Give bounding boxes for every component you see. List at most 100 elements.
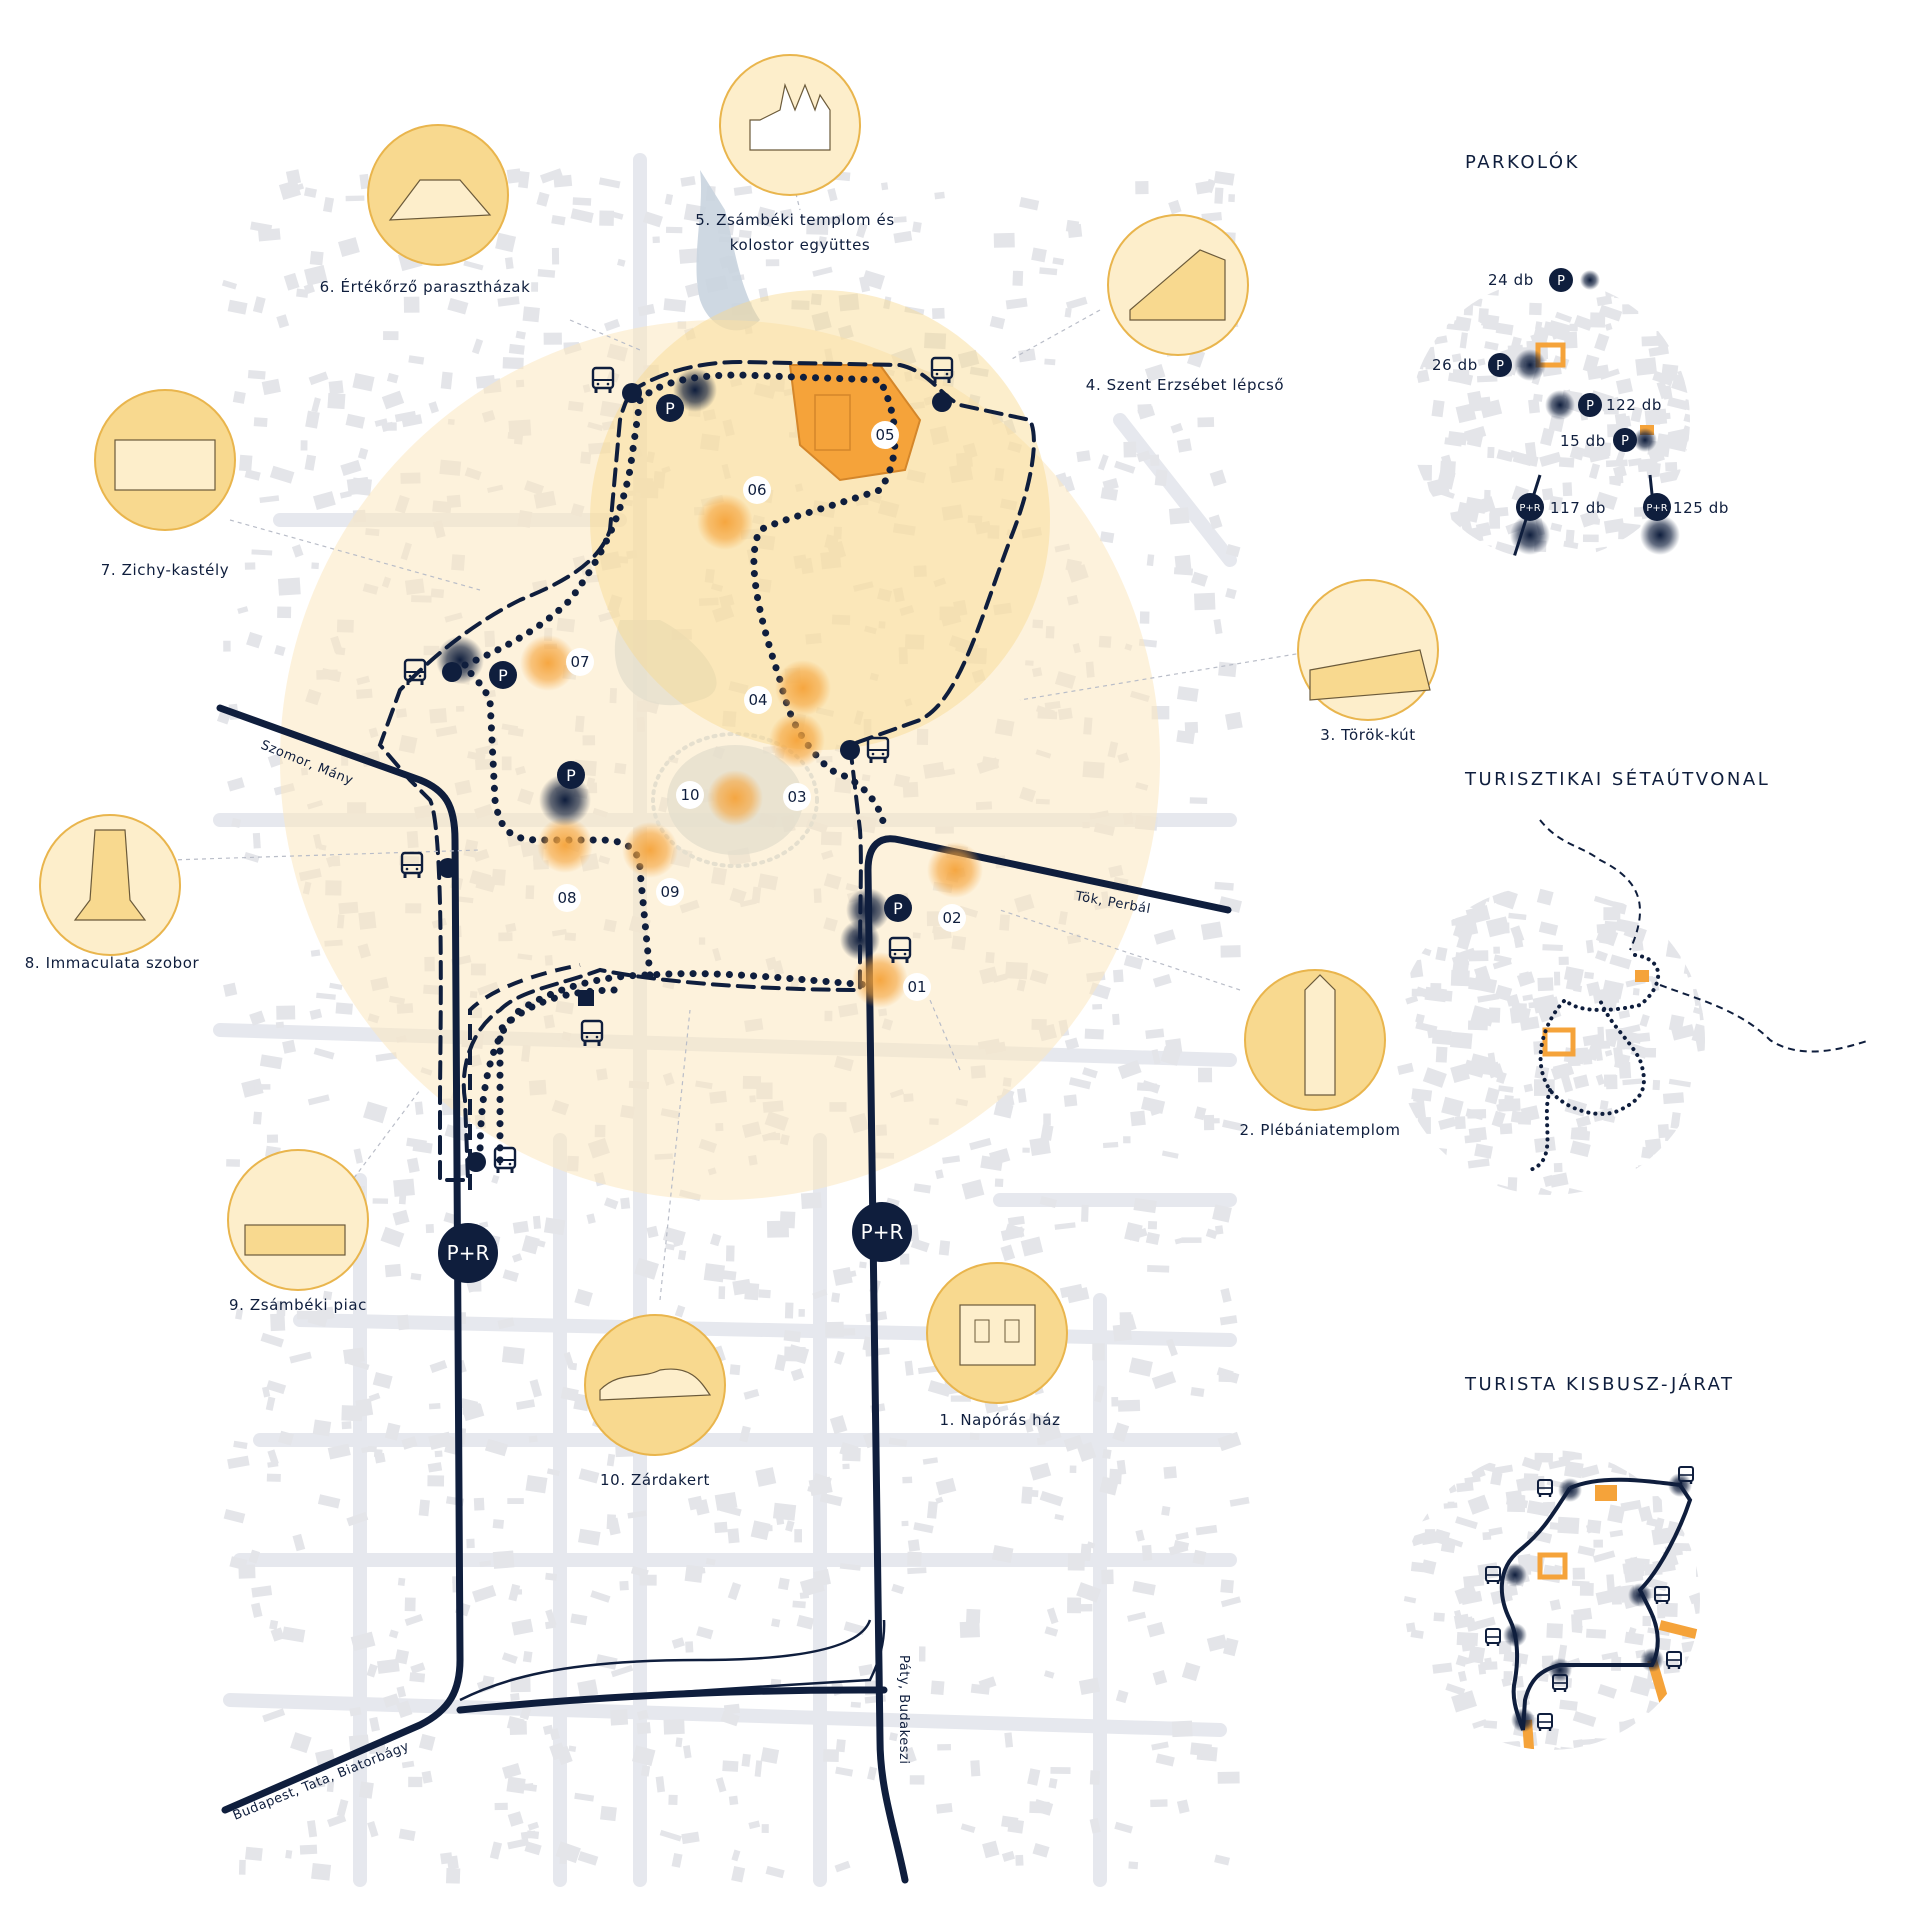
bus-stop-icon[interactable] [1677,1465,1695,1486]
building [1557,1644,1568,1662]
park-and-ride-icon[interactable]: P+R [1516,493,1544,521]
parking-icon[interactable]: P [489,661,517,689]
building [1572,1711,1597,1728]
building [261,1386,271,1398]
landmark-picture-07[interactable] [94,389,236,531]
parking-count-117: 117 db [1550,499,1606,517]
building [1152,1670,1168,1686]
building [1598,932,1613,945]
label-02: 2. Plébániatemplom [1239,1121,1400,1139]
building [1665,1452,1686,1468]
building [930,1680,945,1696]
building [1430,1473,1447,1486]
building [1201,212,1222,223]
building [1102,1141,1119,1149]
building [1573,1074,1590,1089]
building [766,1220,790,1238]
building [703,1263,726,1283]
building [577,1851,599,1866]
building [463,260,484,271]
building [1435,1720,1447,1738]
landmark-picture-06[interactable] [367,124,509,266]
badge-05[interactable]: 05 [871,421,899,449]
building [630,1565,649,1578]
landmark-picture-02[interactable] [1244,969,1386,1111]
parking-icon[interactable]: P [557,761,585,789]
building [1611,1588,1622,1605]
building [1643,1047,1657,1058]
svg-text:03: 03 [787,788,806,806]
building [1064,308,1072,318]
parking-icon[interactable]: P [1613,428,1637,452]
badge-04[interactable]: 04 [744,686,772,714]
building [755,1467,777,1487]
building [1001,1850,1016,1862]
building [904,306,925,316]
building [227,1455,250,1470]
building [1680,941,1697,952]
building [1692,1006,1705,1016]
badge-09[interactable]: 09 [656,878,684,906]
parking-icon[interactable]: P [884,894,912,922]
building [610,1664,634,1678]
bus-stop-icon[interactable] [493,1146,517,1175]
building [922,1457,939,1465]
park-and-ride-icon[interactable]: P+R [438,1223,498,1283]
building [303,264,328,286]
building [1516,971,1535,987]
parking-icon[interactable]: P [1578,393,1602,417]
building [445,1868,461,1884]
building [935,1169,944,1180]
building [720,1710,740,1727]
building [1607,1504,1626,1524]
badge-02[interactable]: 02 [938,904,966,932]
building [251,1585,273,1598]
building [251,549,273,556]
badge-03[interactable]: 03 [783,783,811,811]
building [401,1760,415,1769]
landmark-picture-04[interactable] [1107,214,1249,356]
building [800,1192,822,1209]
building [578,1528,601,1546]
building [227,777,245,792]
building [1479,399,1503,419]
parking-icon[interactable]: P [1488,353,1512,377]
building [270,1313,286,1332]
landmark-picture-01[interactable] [926,1262,1068,1404]
building [1594,950,1608,962]
building [223,1509,246,1524]
park-and-ride-icon[interactable]: P+R [1643,493,1671,521]
landmark-picture-03[interactable] [1297,579,1439,721]
parking-icon[interactable]: P [1549,268,1573,292]
building [352,372,375,392]
landmark-picture-05[interactable] [719,54,861,196]
badge-06[interactable]: 06 [743,476,771,504]
building [1560,1074,1574,1093]
badge-07[interactable]: 07 [566,648,594,676]
building [1670,1542,1692,1552]
building [765,259,780,267]
building [479,1560,492,1567]
landmark-picture-08[interactable] [39,814,181,956]
building [1112,1013,1120,1026]
park-and-ride-icon[interactable]: P+R [852,1202,912,1262]
building [327,392,346,410]
bus-route [377,359,1036,1182]
building [494,1802,508,1811]
landmark-picture-09[interactable] [227,1149,369,1291]
building [1453,1167,1466,1180]
building [1473,976,1498,994]
landmark-picture-10[interactable] [584,1314,726,1456]
building [1661,1177,1673,1195]
building [598,177,621,189]
building [1190,1387,1205,1398]
building [1435,989,1453,1002]
bus-stops [400,356,954,1175]
badge-01[interactable]: 01 [903,973,931,1001]
building [727,1582,742,1601]
badge-10[interactable]: 10 [676,781,704,809]
parking-icon[interactable]: P [656,394,684,422]
building [311,1863,332,1881]
building [813,1569,831,1587]
badge-08[interactable]: 08 [553,884,581,912]
